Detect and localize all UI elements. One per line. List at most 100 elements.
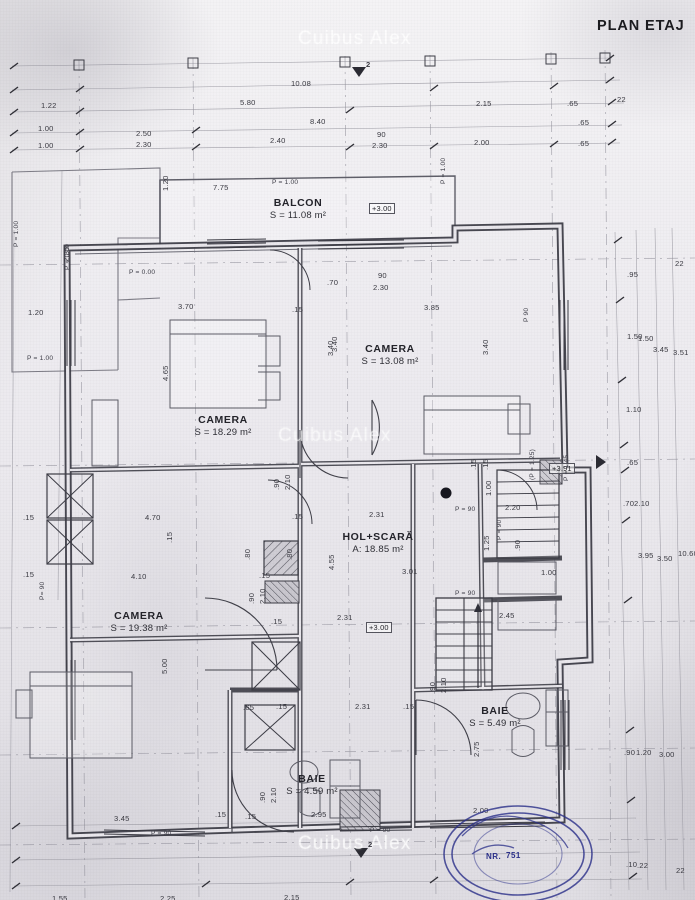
- staircase: [435, 469, 560, 691]
- dimension-label: .15: [23, 570, 35, 579]
- room-name: HOL+SCARĂ: [342, 531, 414, 543]
- dimension-label: 5.80: [240, 98, 256, 107]
- node-marker: [440, 487, 452, 499]
- dimension-label: .95: [627, 270, 639, 279]
- dimension-label: 1.22: [41, 101, 57, 110]
- dimension-label: 2.45: [499, 611, 515, 620]
- dimension-label: 22: [617, 95, 626, 104]
- dimension-label: 1.00: [38, 141, 54, 150]
- room-name: BALCON: [273, 197, 323, 209]
- dimension-label: 2.20: [505, 503, 521, 512]
- dimension-label: .15: [271, 617, 283, 626]
- dimension-label: 4.70: [145, 513, 161, 522]
- dimension-label: 1.20: [161, 175, 170, 191]
- elevation-marker: +3.00: [369, 203, 395, 214]
- dimension-label: 2.31: [369, 510, 385, 519]
- dimension-label: .90: [247, 592, 256, 604]
- dimension-label: 1.25: [482, 535, 491, 551]
- dimension-label: 3.01: [402, 567, 418, 576]
- dimension-label: .90: [258, 791, 267, 803]
- room-area: S = 4.59 m²: [286, 786, 338, 797]
- section-marker: [352, 67, 606, 858]
- dimension-label: .90: [428, 681, 437, 693]
- dimension-label: .15: [23, 513, 35, 522]
- dimension-label: 2.31: [337, 613, 353, 622]
- dimension-label: 1.00: [484, 480, 493, 496]
- dimension-label: 2.40: [270, 136, 286, 145]
- page-title: PLAN ETAJ: [597, 18, 685, 34]
- dimension-label: .65: [627, 458, 639, 467]
- dimension-label: .15: [469, 458, 478, 470]
- dimension-label: 2.10: [258, 588, 267, 604]
- dimension-label: 3.45: [653, 345, 669, 354]
- dimension-label: 7.75: [213, 183, 229, 192]
- dimension-label: .70: [623, 499, 635, 508]
- room-area: S = 18.29 m²: [194, 427, 252, 438]
- axis-markers: [73, 52, 611, 71]
- parapet-label: P= 90: [39, 581, 46, 600]
- dimension-label: .15: [165, 531, 174, 543]
- dimension-label: 90: [378, 271, 387, 280]
- dimension-label: 4.65: [161, 365, 170, 381]
- parapet-label: P = 90: [455, 506, 476, 513]
- dimension-label: 2.30: [373, 283, 389, 292]
- dimension-label: 90: [377, 130, 386, 139]
- room-area: S = 5.49 m²: [469, 718, 521, 729]
- dimension-label: .70: [327, 278, 339, 287]
- dimension-label: 2.50: [136, 129, 152, 138]
- dimension-label: 2.00: [474, 138, 490, 147]
- dimension-label: 4.55: [327, 554, 336, 570]
- dimension-label: 1.50: [638, 334, 654, 343]
- dimension-label: 3.40: [326, 340, 335, 356]
- room-area: S = 19.38 m²: [110, 623, 168, 634]
- parapet-label: (P = 1.25): [529, 448, 536, 480]
- dimension-label: .15: [481, 458, 490, 470]
- dimension-label: .90: [272, 478, 281, 490]
- parapet-label: P 90: [523, 307, 530, 322]
- room-area: S = 11.08 m²: [269, 210, 327, 221]
- dimension-label: .15: [292, 512, 304, 521]
- dimension-label: 10.60: [678, 549, 695, 558]
- dimension-label: .80: [243, 548, 252, 560]
- dimension-label: 2.31: [355, 702, 371, 711]
- windows: [66, 238, 570, 837]
- dimension-label: .65: [578, 139, 590, 148]
- dimension-label: .80: [285, 548, 294, 560]
- dimension-label: 3.00: [659, 750, 675, 759]
- dimension-label: 1.00: [38, 124, 54, 133]
- dimension-label: 8.40: [310, 117, 326, 126]
- dimension-label: 2.15: [476, 99, 492, 108]
- dimension-label: .10: [626, 860, 638, 869]
- dimension-label: 4.10: [131, 572, 147, 581]
- dimension-label: 1.10: [626, 405, 642, 414]
- parapet-label: P = 1.00: [13, 220, 20, 247]
- parapet-label: P = 90: [496, 519, 503, 540]
- dimension-label: .15: [259, 571, 271, 580]
- dimension-label: 2.15: [284, 893, 300, 900]
- dimension-label: 2.00: [473, 806, 489, 815]
- dimension-label: 2.95: [311, 810, 327, 819]
- parapet-label: P = 1.45: [563, 454, 570, 481]
- dimension-label: 3.50: [657, 554, 673, 563]
- dimension-label: .65: [243, 703, 255, 712]
- room-name: CAMERA: [365, 343, 415, 355]
- parapet-label: P = 1.00: [272, 179, 299, 186]
- dimension-label: .65: [567, 99, 579, 108]
- dimension-label: 1.00: [541, 568, 557, 577]
- dimension-label: 2.10: [269, 787, 278, 803]
- dimension-label: 5.00: [160, 658, 169, 674]
- dimension-label: .65: [578, 118, 590, 127]
- room-area: S = 13.08 m²: [361, 356, 419, 367]
- building-walls: [63, 222, 594, 840]
- dimension-label: 10.08: [291, 79, 312, 88]
- dimension-label: 22: [675, 259, 684, 268]
- dimension-label: 3.95: [638, 551, 654, 560]
- parapet-label: P = 90: [370, 827, 391, 834]
- furniture: [15, 319, 569, 819]
- dimension-label: 3.85: [424, 303, 440, 312]
- dimension-label: .90: [624, 748, 636, 757]
- dimension-label: .15: [403, 702, 415, 711]
- dimension-label: .90: [513, 539, 522, 551]
- dimension-label: 2.30: [372, 141, 388, 150]
